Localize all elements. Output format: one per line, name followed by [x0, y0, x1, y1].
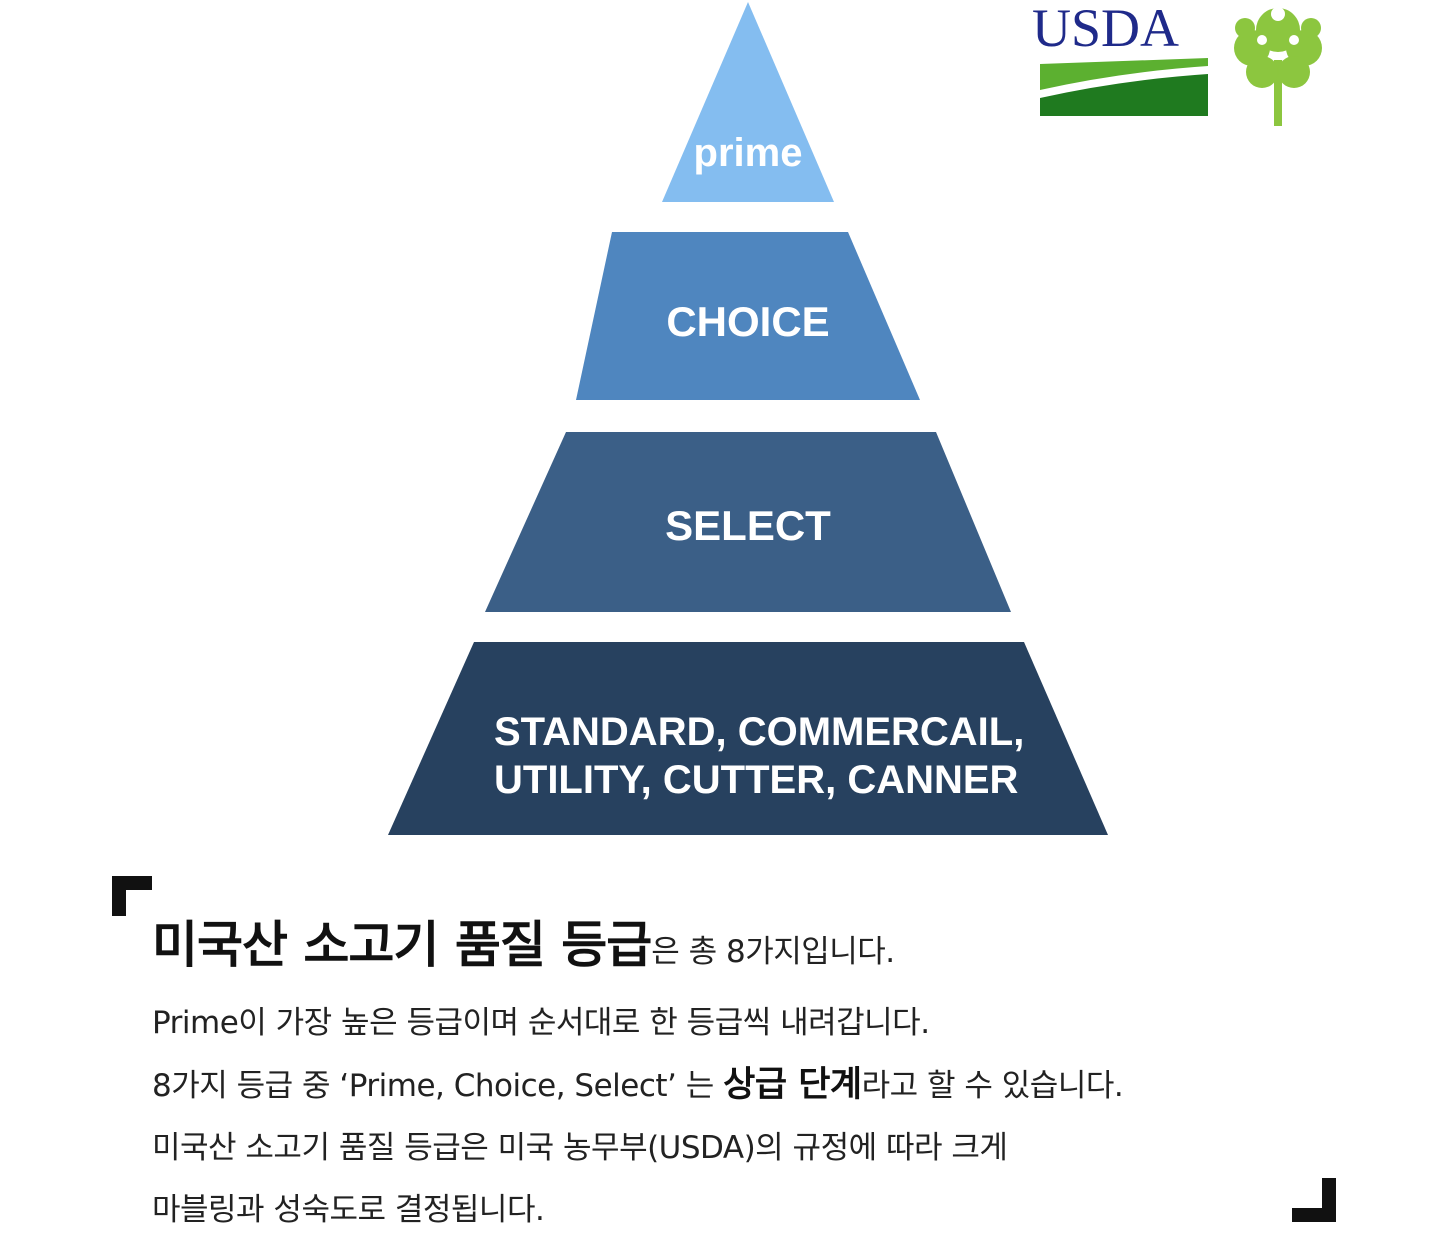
tier-choice-shape [576, 232, 920, 400]
tier-select-label: SELECT [665, 502, 831, 549]
tier-standard-label: STANDARD, COMMERCAIL, [494, 710, 1024, 754]
description-text: 미국산 소고기 품질 등급은 총 8가지입니다. Prime이 가장 높은 등급… [152, 905, 1382, 1241]
usda-field-icon [1040, 58, 1208, 116]
tier-prime-shape [662, 2, 834, 202]
usda-logo: USDA [1032, 0, 1322, 126]
description-headline: 미국산 소고기 품질 등급 [152, 916, 652, 974]
description-line-3: 8가지 등급 중 ‘Prime, Choice, Select’ 는 상급 단계… [152, 1054, 1382, 1117]
description-emphasis: 상급 단계 [723, 1065, 862, 1105]
tier-choice-label: CHOICE [666, 298, 829, 345]
description-line-2: Prime이 가장 높은 등급이며 순서대로 한 등급씩 내려갑니다. [152, 1005, 930, 1041]
pyramid-tier-prime: prime [662, 2, 834, 202]
grade-pyramid: prime CHOICE SELECT STANDARD, COMMERCAIL… [388, 2, 1108, 835]
description-line-3-after: 라고 할 수 있습니다. [861, 1068, 1124, 1104]
description-line-4: 미국산 소고기 품질 등급은 미국 농무부(USDA)의 규정에 따라 크게 [152, 1130, 1008, 1166]
pyramid-tier-choice: CHOICE [576, 232, 920, 400]
usda-logo-text: USDA [1032, 0, 1179, 58]
tier-select-shape [485, 432, 1011, 612]
pyramid-tier-standard: STANDARD, COMMERCAIL, UTILITY, CUTTER, C… [388, 642, 1108, 835]
pyramid-tier-select: SELECT [485, 432, 1011, 612]
tier-standard-shape [388, 642, 1108, 835]
description-line-5: 마블링과 성숙도로 결정됩니다. [152, 1192, 545, 1228]
tree-icon [1234, 7, 1322, 126]
description-line-3-before: 8가지 등급 중 ‘Prime, Choice, Select’ 는 [152, 1068, 724, 1104]
tier-standard-label-line2: UTILITY, CUTTER, CANNER [494, 758, 1019, 802]
tier-prime-label: prime [694, 131, 803, 175]
description-line-1-rest: 은 총 8가지입니다. [651, 934, 895, 970]
description-line-1: 미국산 소고기 품질 등급은 총 8가지입니다. [152, 905, 1382, 992]
